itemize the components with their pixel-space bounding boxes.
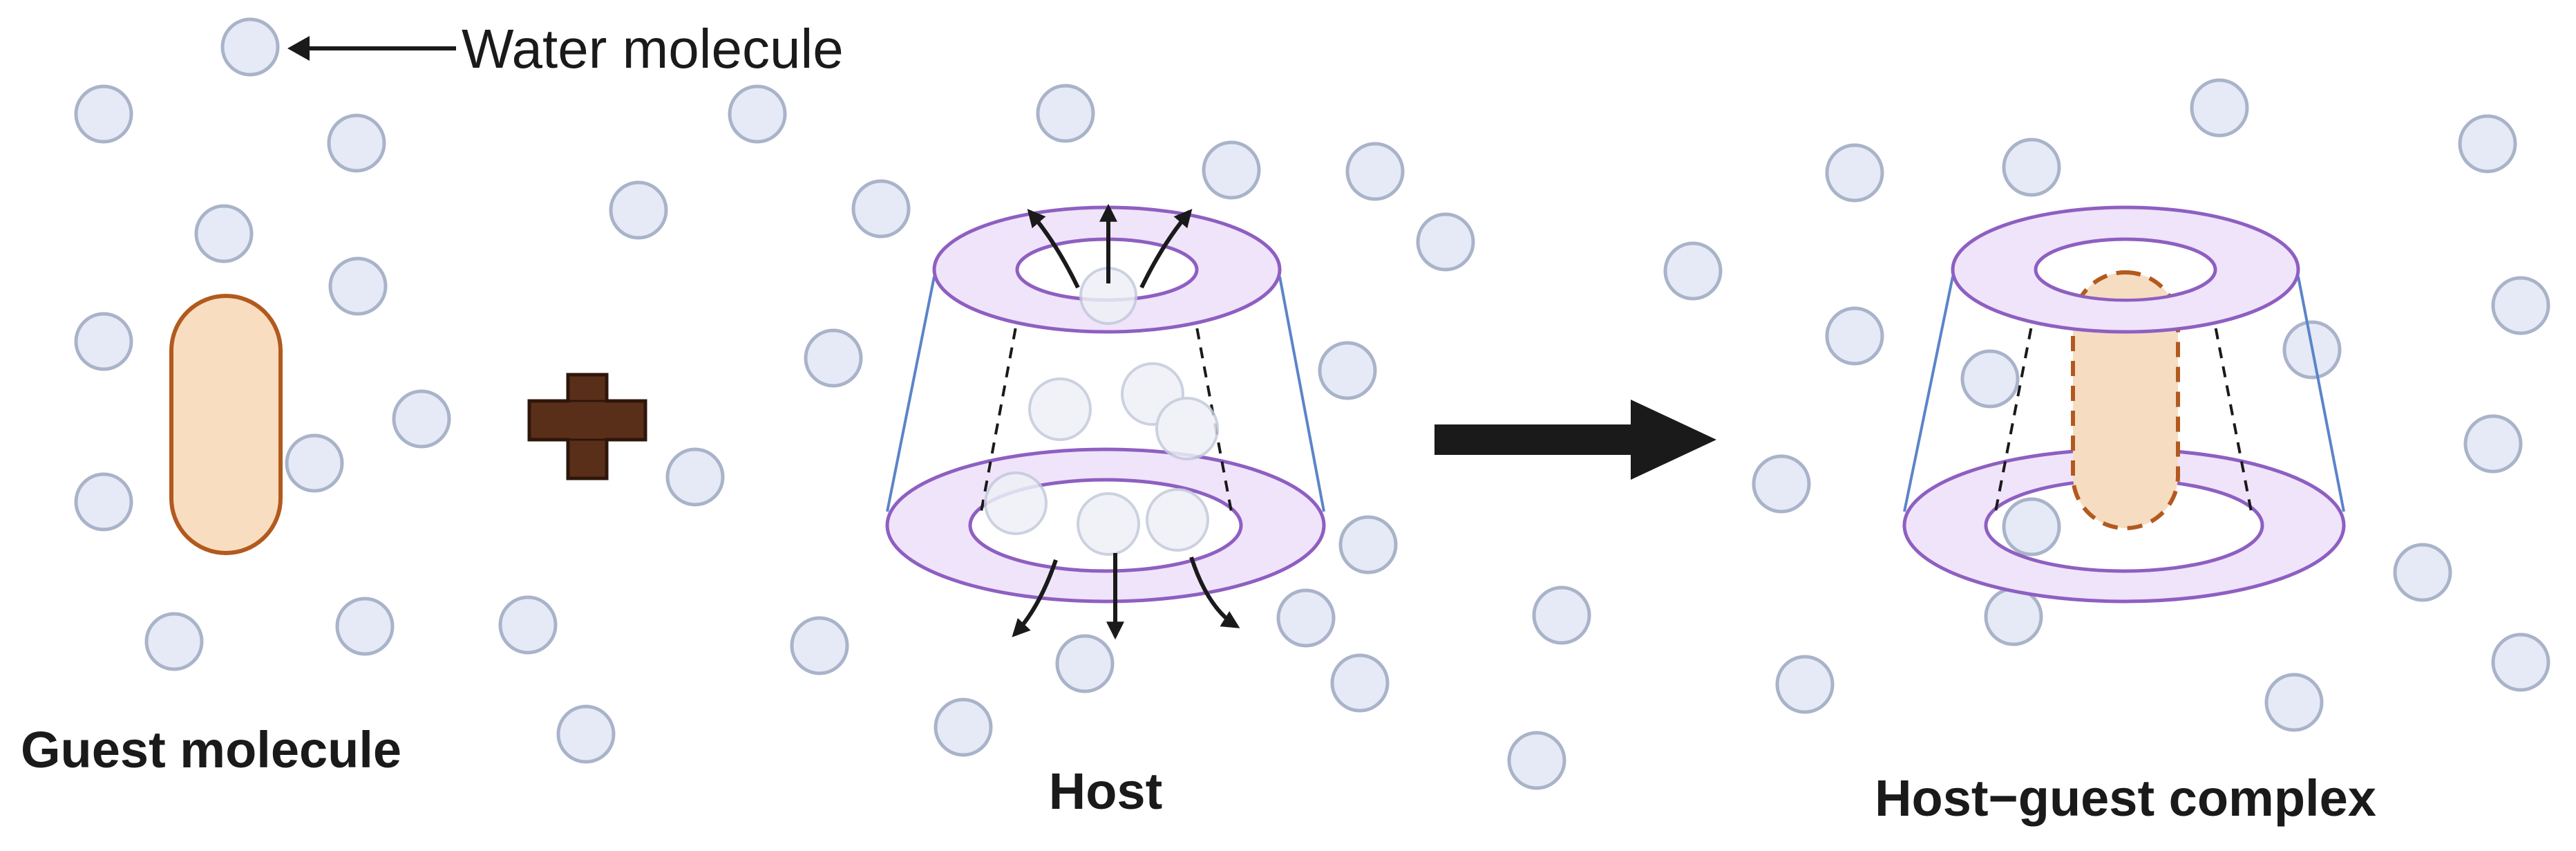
complex-host-cavity	[1902, 276, 2346, 604]
water-molecule	[1775, 655, 1835, 714]
host-guest-complex-label: Host−guest complex	[1875, 769, 2376, 827]
water-molecule	[194, 204, 254, 263]
water-molecule	[2264, 673, 2324, 732]
water-molecule	[285, 433, 344, 493]
water-molecule	[1330, 653, 1390, 713]
water-molecule	[1825, 306, 1884, 366]
water-molecule	[609, 180, 668, 240]
water-molecule	[2002, 138, 2061, 197]
water-molecule	[665, 447, 725, 507]
water-molecule	[1036, 84, 1095, 143]
water-molecule	[2491, 276, 2550, 335]
water-molecule	[804, 328, 863, 388]
water-molecule	[1055, 634, 1115, 693]
water-molecule	[498, 595, 558, 655]
water-molecule	[728, 84, 787, 144]
water-molecule	[2190, 78, 2249, 138]
water-molecule	[2458, 114, 2517, 174]
water-molecule	[1960, 349, 2020, 409]
water-molecule	[1825, 143, 1884, 203]
cavity-water-molecules	[984, 267, 1219, 556]
complex-top-ring	[1951, 205, 2300, 334]
water-molecule	[2393, 543, 2452, 602]
water-molecule-pointer	[287, 36, 456, 61]
water-molecule	[1202, 140, 1261, 200]
water-molecule	[74, 84, 133, 144]
water-molecule	[74, 312, 133, 371]
guest-molecule-cross	[527, 373, 647, 480]
water-molecule	[1416, 212, 1475, 272]
water-molecule	[1663, 241, 1723, 301]
water-molecule-label: Water molecule	[462, 18, 844, 80]
water-molecule	[392, 389, 451, 449]
water-molecule	[220, 17, 280, 77]
water-molecule	[328, 256, 388, 316]
water-molecule	[851, 179, 911, 239]
guest-molecule-capsule	[169, 294, 283, 555]
water-molecule	[790, 616, 849, 675]
water-release-arrows	[1012, 203, 1240, 640]
guest-molecule-label: Guest molecule	[21, 721, 401, 778]
water-molecule	[144, 612, 204, 671]
water-molecule	[1338, 515, 1398, 574]
water-molecule	[1752, 454, 1811, 514]
host-label: Host	[1049, 763, 1162, 820]
water-molecule	[1507, 731, 1566, 790]
water-molecule	[335, 597, 395, 656]
reaction-arrow	[1434, 400, 1716, 480]
water-molecule	[1318, 341, 1377, 400]
water-molecule	[556, 704, 616, 764]
water-molecule	[1532, 586, 1591, 645]
water-molecule	[327, 113, 386, 173]
water-molecules	[74, 17, 2550, 790]
water-molecule	[1276, 588, 1336, 648]
water-molecule	[1345, 142, 1405, 201]
water-molecule	[74, 472, 133, 532]
water-molecule	[2002, 497, 2061, 557]
water-molecule	[1984, 587, 2043, 646]
water-molecule	[2491, 633, 2550, 692]
water-molecule	[2463, 414, 2523, 474]
water-molecule	[934, 698, 993, 757]
